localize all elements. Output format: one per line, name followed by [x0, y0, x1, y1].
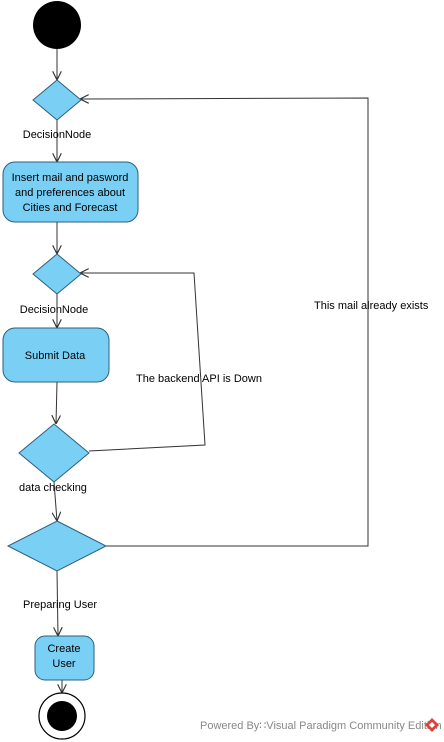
edge-action2-to-decision3: [56, 381, 57, 424]
edge-decision4-to-action3: [57, 570, 58, 636]
action-submit-data: [2, 327, 110, 383]
decision-node-2-label: DecisionNode: [20, 304, 88, 316]
decision-node-2: [32, 253, 82, 295]
decision-node-1: [32, 79, 82, 121]
end-node-inner: [47, 701, 77, 731]
decision-node-4: [6, 520, 108, 572]
edge-decision4-loop-back: [80, 98, 369, 547]
action-submit-data-label: Submit Data: [25, 350, 86, 362]
decision-node-3-label: data checking: [19, 482, 87, 494]
action-insert-mail-line2: and preferences about: [15, 187, 125, 199]
start-node: [33, 1, 81, 49]
action-create-user-line2: User: [52, 658, 76, 670]
decision-node-3: [18, 423, 90, 483]
edge-label-backend-down: The backend API is Down: [136, 373, 262, 385]
flow-edges: [54, 48, 369, 693]
edge-decision3-to-decision4: [54, 481, 57, 521]
edge-label-mail-exists: This mail already exists: [314, 300, 429, 312]
action-insert-mail-line3: Cities and Forecast: [23, 202, 118, 214]
footer-powered-by: Powered By∷Visual Paradigm Community Edi…: [200, 720, 442, 732]
edge-label-preparing-user: Preparing User: [23, 599, 97, 611]
action-insert-mail-line1: Insert mail and pasword: [12, 172, 129, 184]
decision-node-1-label: DecisionNode: [23, 129, 91, 141]
action-create-user: [34, 635, 95, 681]
edge-decision3-loop-back: [80, 273, 206, 452]
action-create-user-line1: Create: [47, 643, 80, 655]
visual-paradigm-logo-icon: [425, 718, 439, 732]
action-insert-mail: [2, 161, 139, 223]
